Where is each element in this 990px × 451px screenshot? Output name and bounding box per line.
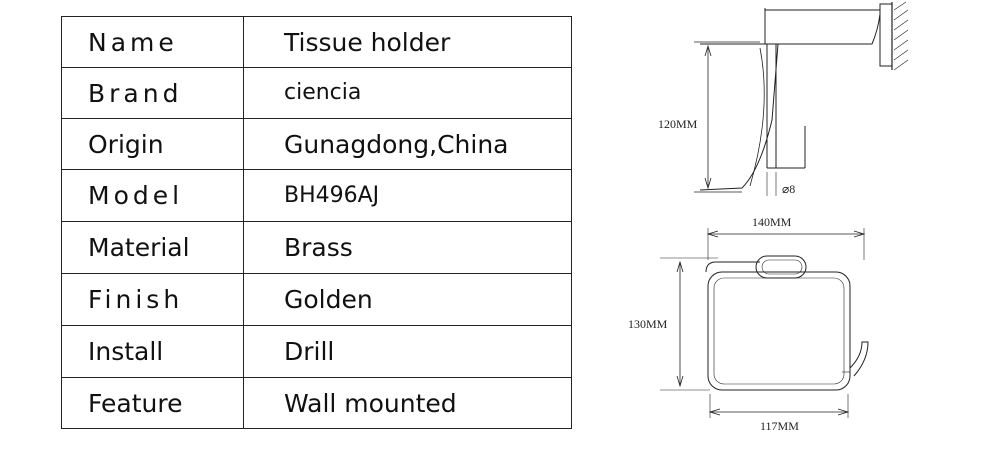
spec-row-install: Install Drill <box>61 325 572 378</box>
dimension-bottom-width: 117MM <box>760 419 799 433</box>
spec-label: Feature <box>61 377 244 429</box>
spec-label: Finish <box>61 273 244 326</box>
front-view-drawing <box>660 228 869 418</box>
dimension-front-height: 130MM <box>628 317 668 331</box>
spec-row-origin: Origin Gunagdong,China <box>61 118 572 170</box>
spec-row-material: Material Brass <box>61 221 572 274</box>
dimension-front-width: 140MM <box>752 215 792 229</box>
technical-drawings: 120MM ⌀8 140MM 130MM 117MM <box>628 1 909 433</box>
spec-value: BH496AJ <box>243 169 572 222</box>
spec-value: Gunagdong,China <box>243 118 572 170</box>
spec-row-feature: Feature Wall mounted <box>61 377 572 429</box>
dimension-side-height: 120MM <box>658 117 698 131</box>
spec-label: Material <box>61 221 244 274</box>
spec-row-brand: Brand ciencia <box>61 67 572 119</box>
spec-row-model: Model BH496AJ <box>61 169 572 222</box>
spec-label: Model <box>61 169 244 222</box>
spec-value: ciencia <box>243 67 572 119</box>
spec-value: Golden <box>243 273 572 326</box>
spec-row-finish: Finish Golden <box>61 273 572 326</box>
spec-value: Tissue holder <box>243 16 572 68</box>
spec-value: Wall mounted <box>243 377 572 429</box>
spec-table: Name Tissue holder Brand ciencia Origin … <box>61 16 572 429</box>
dimension-diameter: ⌀8 <box>782 182 795 196</box>
spec-value: Brass <box>243 221 572 274</box>
spec-label: Origin <box>61 118 244 170</box>
spec-value: Drill <box>243 325 572 378</box>
spec-row-name: Name Tissue holder <box>61 16 572 68</box>
spec-label: Brand <box>61 67 244 119</box>
spec-label: Install <box>61 325 244 378</box>
spec-label: Name <box>61 16 244 68</box>
side-view-drawing <box>694 1 909 196</box>
